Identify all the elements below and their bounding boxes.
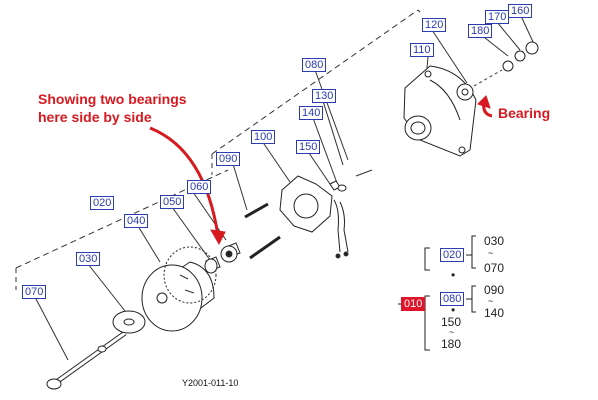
- part-label-020: 020: [90, 196, 115, 210]
- part-label-160: 160: [508, 4, 533, 18]
- annotation-two-bearings-line2: here side by side: [38, 109, 152, 125]
- part-label-070: 070: [22, 285, 47, 299]
- part-label-100: 100: [251, 130, 276, 144]
- drawing-code: Y2001-011-10: [182, 378, 239, 388]
- annotation-bearing: Bearing: [498, 105, 551, 121]
- bearing-060: [220, 242, 241, 263]
- legend-dot-1: •: [451, 268, 456, 282]
- screw-090: [244, 202, 281, 260]
- legend-label-020: 020: [440, 248, 465, 262]
- legend-tilde-1: ~: [488, 248, 494, 258]
- part-label-150: 150: [296, 140, 321, 154]
- part-label-080: 080: [302, 58, 327, 72]
- annotation-two-bearings-line1: Showing two bearings: [38, 91, 187, 107]
- part-label-120: 120: [422, 18, 447, 32]
- stator-100: [279, 175, 349, 259]
- part-label-130: 130: [312, 89, 337, 103]
- legend-label-010: 010: [401, 297, 426, 311]
- curved-arrow: [149, 126, 220, 237]
- legend-dot-2: •: [451, 303, 456, 317]
- small-parts: [329, 169, 373, 192]
- part-label-170: 170: [485, 10, 510, 24]
- bearing-120: [456, 83, 474, 101]
- legend-tilde-2: ~: [488, 296, 494, 306]
- annotation-two-bearings: Showing two bearings here side by side: [38, 90, 187, 126]
- legend-140: 140: [484, 306, 505, 320]
- washer-stack: [473, 41, 539, 87]
- annotation-arrows: [149, 95, 493, 246]
- legend-150: 150: [441, 315, 462, 329]
- part-label-030: 030: [76, 252, 101, 266]
- legend-180: 180: [441, 337, 462, 351]
- part-label-060: 060: [187, 180, 212, 194]
- part-label-110: 110: [410, 43, 434, 57]
- rotor-040: [141, 246, 217, 332]
- washer-030: [112, 310, 146, 334]
- part-label-050: 050: [160, 195, 185, 209]
- shaft-070: [46, 330, 127, 390]
- part-label-140: 140: [299, 106, 324, 120]
- legend-tilde-3: ~: [449, 327, 455, 337]
- legend-label-080: 080: [440, 292, 465, 306]
- part-label-090: 090: [216, 152, 241, 166]
- legend-030: 030: [484, 234, 505, 248]
- part-label-040: 040: [124, 214, 149, 228]
- part-label-180: 180: [468, 24, 493, 38]
- legend-070: 070: [484, 261, 505, 275]
- bearing-050: [204, 256, 221, 274]
- legend-090: 090: [484, 283, 505, 297]
